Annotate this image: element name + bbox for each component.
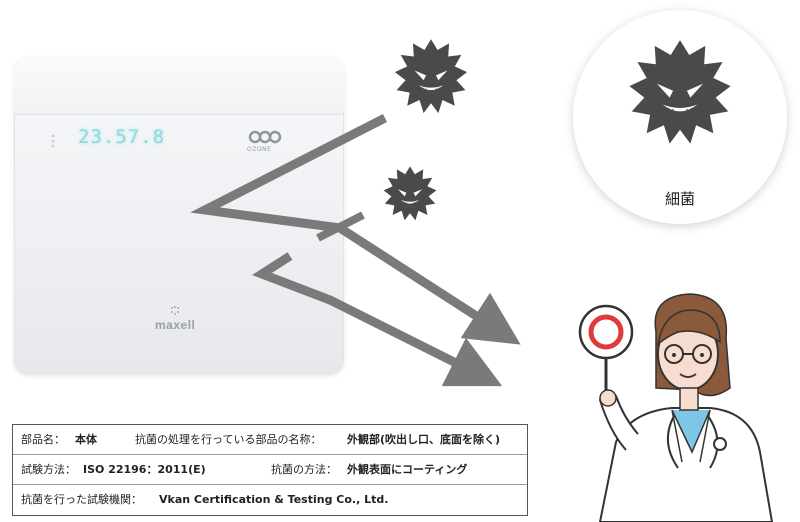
info-row-part: 部品名： 本体 抗菌の処理を行っている部品の名称： 外観部(吹出し口、底面を除く… bbox=[13, 425, 527, 455]
brand-logo: maxell bbox=[155, 318, 196, 332]
deflection-arrow-1 bbox=[190, 113, 388, 233]
deflection-arrow-2 bbox=[337, 224, 521, 345]
bacteria-callout: 細菌 bbox=[573, 10, 787, 224]
ozone-caption: OZONE bbox=[247, 146, 272, 153]
virus-icon bbox=[394, 38, 468, 114]
info-row-method: 試験方法： ISO 22196：2011(E) 抗菌の方法： 外観表面にコーティ… bbox=[13, 455, 527, 485]
antibacterial-method-label: 抗菌の方法： bbox=[271, 463, 337, 476]
ok-sign-icon bbox=[578, 304, 634, 404]
info-row-lab: 抗菌を行った試験機関： Vkan Certification & Testing… bbox=[13, 485, 527, 515]
testing-lab-label: 抗菌を行った試験機関： bbox=[21, 493, 142, 506]
test-method-label: 試験方法： bbox=[21, 463, 76, 476]
device-display: 23.57.8 bbox=[78, 126, 166, 148]
treated-part-value: 外観部(吹出し口、底面を除く) bbox=[347, 433, 501, 446]
testing-lab-value: Vkan Certification & Testing Co., Ltd. bbox=[159, 493, 389, 506]
treated-part-label: 抗菌の処理を行っている部品の名称： bbox=[135, 433, 322, 446]
device-lid bbox=[14, 56, 344, 115]
glasses-icon bbox=[664, 344, 712, 364]
ozone-icon bbox=[248, 130, 282, 144]
part-name-value: 本体 bbox=[75, 433, 97, 446]
antibacterial-method-value: 外観表面にコーティング bbox=[347, 463, 468, 476]
antibacterial-info-table: 部品名： 本体 抗菌の処理を行っている部品の名称： 外観部(吹出し口、底面を除く… bbox=[12, 424, 528, 516]
virus-icon bbox=[383, 166, 437, 221]
deflection-arrow-3 bbox=[252, 211, 503, 387]
air-purifier-device: 23.57.8 OZONE maxell bbox=[14, 56, 344, 374]
bacteria-icon bbox=[628, 39, 732, 145]
part-name-label: 部品名： bbox=[21, 433, 65, 446]
logo-mark-icon bbox=[171, 306, 179, 315]
display-dots-icon bbox=[51, 134, 55, 148]
test-method-value: ISO 22196：2011(E) bbox=[83, 463, 206, 476]
bacteria-label: 細菌 bbox=[664, 190, 695, 208]
doctor-holding-ok-sign-illustration bbox=[578, 293, 774, 522]
